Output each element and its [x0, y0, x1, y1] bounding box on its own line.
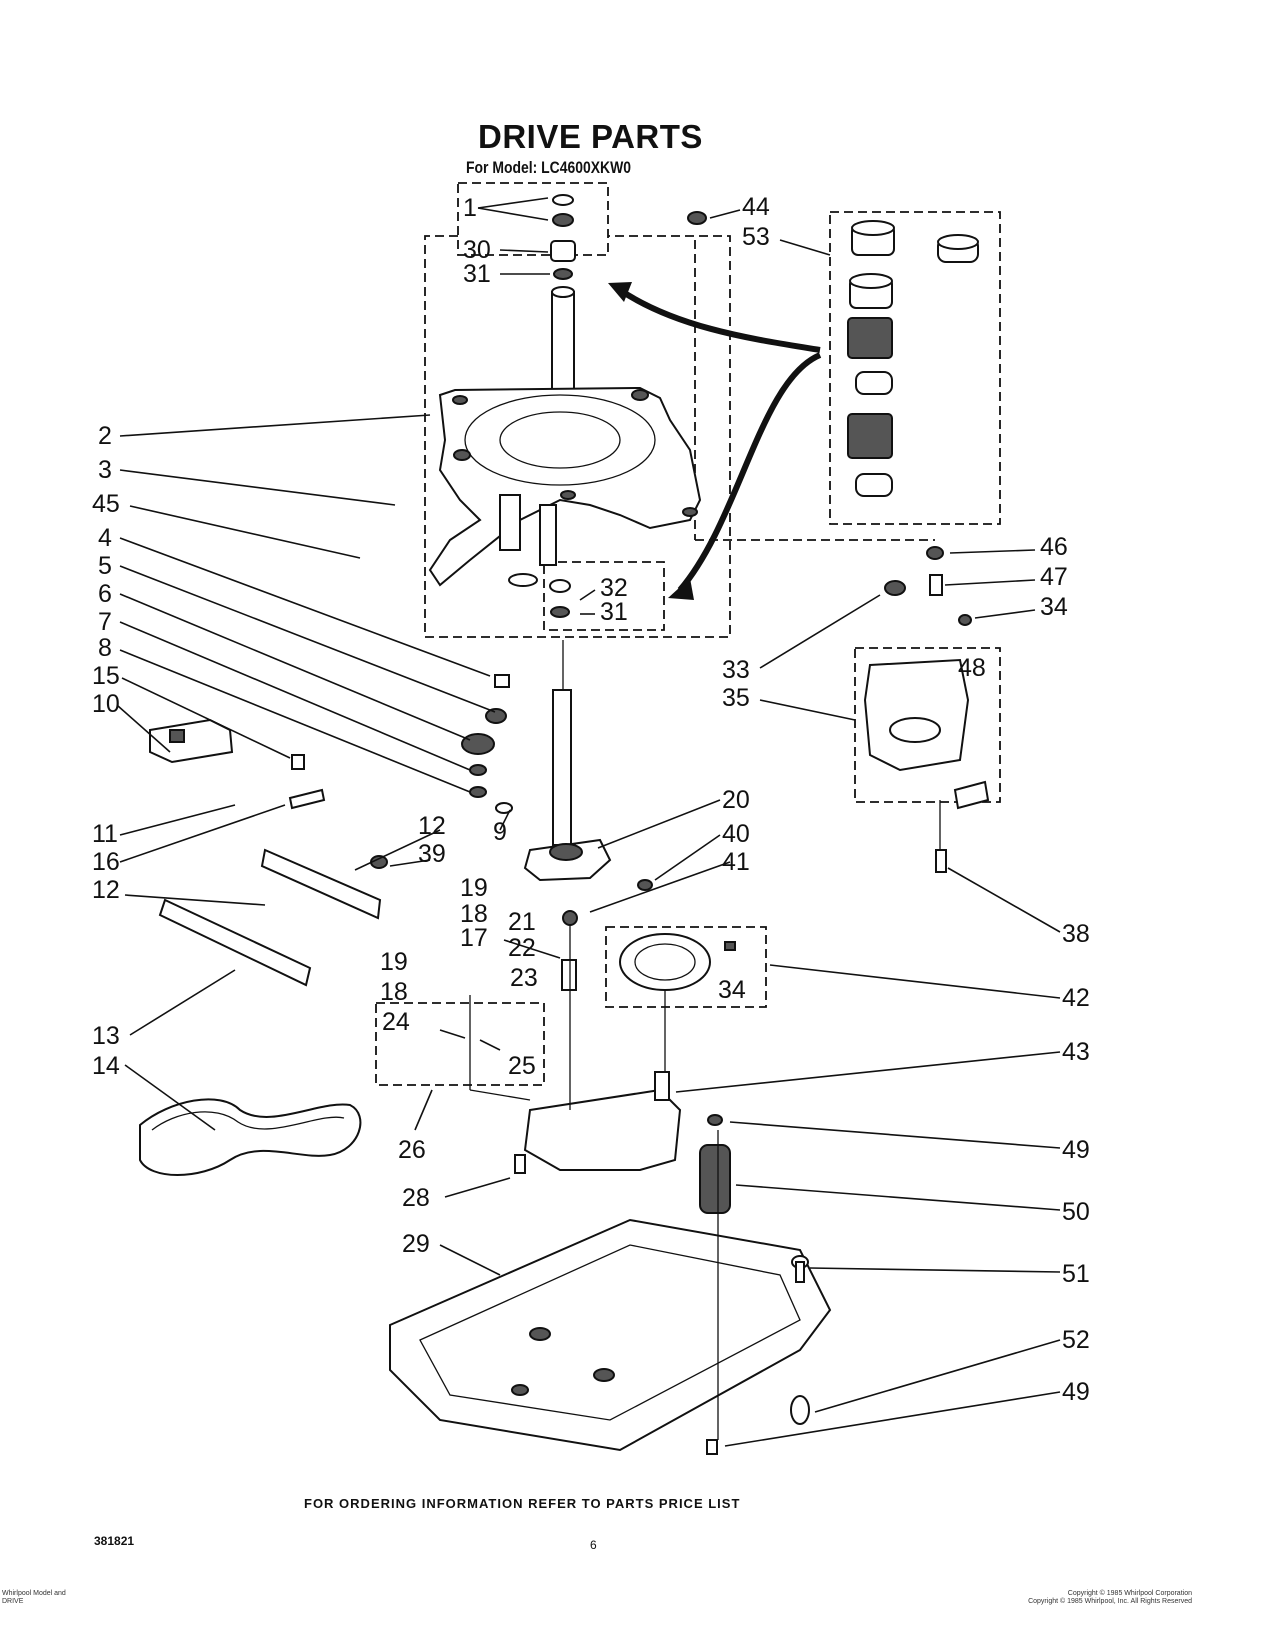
callout-11: 11 — [92, 820, 118, 848]
callout-18: 18 — [380, 978, 408, 1006]
callout-46: 46 — [1040, 533, 1068, 561]
bearing-kit — [847, 220, 979, 497]
callout-49: 49 — [1062, 1136, 1090, 1164]
transmission-base — [389, 1071, 832, 1455]
callout-26: 26 — [398, 1136, 426, 1164]
callout-41: 41 — [722, 848, 750, 876]
callout-10: 10 — [92, 690, 120, 718]
callout-44: 44 — [742, 193, 770, 221]
callout-19: 19 — [380, 948, 408, 976]
callout-48: 48 — [958, 654, 986, 682]
footer-left-note: Whirlpool Model and DRIVE — [2, 1590, 66, 1606]
group-boxes — [375, 182, 1001, 1086]
callout-9: 9 — [493, 818, 507, 846]
callout-34: 34 — [718, 976, 746, 1004]
callout-28: 28 — [402, 1184, 430, 1212]
callout-25: 25 — [508, 1052, 536, 1080]
callout-52: 52 — [1062, 1326, 1090, 1354]
callout-51: 51 — [1062, 1260, 1090, 1288]
callout-7: 7 — [98, 608, 112, 636]
callout-42: 42 — [1062, 984, 1090, 1012]
callout-40: 40 — [722, 820, 750, 848]
callout-33: 33 — [722, 656, 750, 684]
callout-35: 35 — [722, 684, 750, 712]
callout-2: 2 — [98, 422, 112, 450]
callout-49: 49 — [1062, 1378, 1090, 1406]
left-small-parts — [139, 674, 513, 1176]
callout-8: 8 — [98, 634, 112, 662]
callout-38: 38 — [1062, 920, 1090, 948]
callout-16: 16 — [92, 848, 120, 876]
callout-20: 20 — [722, 786, 750, 814]
callout-31: 31 — [600, 598, 628, 626]
footer-left-line: DRIVE — [2, 1598, 24, 1605]
callout-21: 21 — [508, 908, 536, 936]
callout-43: 43 — [1062, 1038, 1090, 1066]
callout-18: 18 — [460, 900, 488, 928]
callout-5: 5 — [98, 552, 112, 580]
curved-arrows — [608, 282, 822, 600]
callout-23: 23 — [510, 964, 538, 992]
copyright-line: Copyright © 1985 Whirlpool, Inc. All Rig… — [1028, 1598, 1192, 1605]
callout-14: 14 — [92, 1052, 120, 1080]
copyright-notice: Copyright © 1985 Whirlpool Corporation C… — [992, 1590, 1192, 1606]
callout-45: 45 — [92, 490, 120, 518]
callout-39: 39 — [418, 840, 446, 868]
model-subtitle: For Model: LC4600XKW0 — [466, 158, 631, 177]
callout-50: 50 — [1062, 1198, 1090, 1226]
leader-lines — [117, 197, 1061, 1447]
callout-22: 22 — [508, 934, 536, 962]
shaft-lower — [523, 579, 612, 991]
copyright-line: Copyright © 1985 Whirlpool Corporation — [1067, 1590, 1192, 1597]
callout-12: 12 — [92, 876, 120, 904]
callout-17: 17 — [460, 924, 488, 952]
callout-19: 19 — [460, 874, 488, 902]
gearcase-frame — [428, 386, 702, 587]
ordering-note: FOR ORDERING INFORMATION REFER TO PARTS … — [304, 1496, 741, 1511]
callout-labels: 1 30 31 44 53 2 3 45 4 5 6 7 8 15 10 11 … — [92, 193, 1090, 1406]
callout-24: 24 — [382, 1008, 410, 1036]
callout-30: 30 — [463, 236, 491, 264]
callout-12: 12 — [418, 812, 446, 840]
callout-31: 31 — [463, 260, 491, 288]
callout-3: 3 — [98, 456, 112, 484]
callout-13: 13 — [92, 1022, 120, 1050]
document-number: 381821 — [94, 1534, 135, 1548]
callout-34: 34 — [1040, 593, 1068, 621]
footer-left-line: Whirlpool Model and — [2, 1590, 66, 1597]
page-number: 6 — [590, 1538, 597, 1552]
page-title: DRIVE PARTS — [478, 118, 703, 155]
callout-32: 32 — [600, 574, 628, 602]
callout-4: 4 — [98, 524, 112, 552]
callout-15: 15 — [92, 662, 120, 690]
callout-1: 1 — [463, 194, 477, 222]
callout-47: 47 — [1040, 563, 1068, 591]
callout-6: 6 — [98, 580, 112, 608]
callout-53: 53 — [742, 223, 770, 251]
callout-29: 29 — [402, 1230, 430, 1258]
right-side-parts — [619, 546, 990, 991]
